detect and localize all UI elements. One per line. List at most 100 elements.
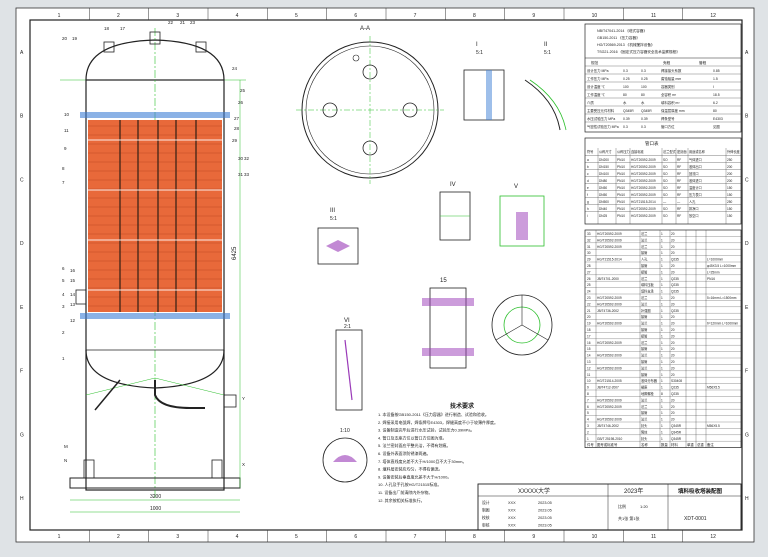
parts-cell: 1	[661, 386, 663, 390]
nozzle-cell: DN80	[599, 179, 607, 183]
top-nozzle	[103, 41, 115, 53]
tech-requirements: 技术要求 1. 本设备按GB150-2011《压力容器》进行制造、试验和验收。2…	[378, 402, 498, 503]
parts-cell: 法兰	[641, 404, 647, 409]
callout-23: 23	[190, 20, 196, 25]
tech-req-line: 3. 设备制造完毕后进行水压试验，试验压力0.39MPa。	[378, 427, 474, 433]
parts-cell: 1	[661, 379, 663, 383]
zone-number: 3	[176, 534, 179, 540]
zone-number: 9	[532, 534, 535, 540]
design-cell: 0.3	[641, 125, 646, 129]
role-label: 制图	[482, 508, 490, 513]
parts-header-cell: 图号或标准号	[597, 442, 618, 447]
parts-cell: Q235	[671, 309, 679, 313]
design-cell: 0.85	[713, 69, 720, 73]
parts-cell: 法兰	[641, 340, 647, 345]
nozzle-cell: d	[587, 179, 589, 183]
zone-letter: D	[745, 241, 749, 247]
parts-cell: 22	[587, 302, 591, 306]
parts-cell: 接管	[641, 327, 647, 332]
inlet-pipe	[94, 379, 121, 411]
nozzle-cell: 温度计口	[689, 185, 702, 190]
distributor-arm	[495, 324, 523, 341]
parts-cell: 27	[587, 270, 591, 274]
skirt-line	[154, 377, 225, 396]
zone-number: 7	[414, 13, 417, 19]
parts-cell: HG/T20592-2009	[597, 238, 622, 242]
parts-cell: 1	[661, 309, 663, 313]
parts-cell: φ45X3.5 L=1000mm	[707, 264, 736, 268]
parts-cell: 法兰	[641, 295, 647, 300]
parts-cell: 1	[661, 424, 663, 428]
parts-cell: 1	[661, 302, 663, 306]
parts-cell: 补强圈	[641, 308, 651, 313]
parts-cell: 接管	[641, 269, 647, 274]
zone-number: 2	[117, 13, 120, 19]
parts-cell: 8	[587, 392, 589, 396]
nozzle-cell: RF	[677, 207, 681, 211]
nozzle-header-cell: 公称尺寸	[599, 149, 613, 154]
skirt-line	[85, 377, 156, 396]
detail-2-curve	[524, 79, 561, 131]
side-nozzle	[223, 394, 237, 408]
nozzle-cell: SO	[663, 179, 668, 183]
design-cell: Q345R	[623, 109, 634, 113]
plan-view: A-A	[296, 26, 444, 184]
zone-letter: B	[20, 114, 24, 120]
height-label: 6425	[232, 246, 238, 260]
parts-cell: 20	[671, 373, 675, 377]
nozzle-cell: 放空口	[689, 213, 699, 218]
callout-19: 19	[72, 36, 78, 41]
detail-6-label: VI	[344, 318, 350, 324]
zone-number: 1	[58, 534, 61, 540]
nozzle-cell: 人孔	[689, 199, 696, 204]
detail-6-weld	[344, 339, 353, 401]
parts-cell: 法兰	[641, 397, 647, 402]
design-cell: 0.3	[623, 125, 628, 129]
nozzle-cell: PN10	[617, 186, 625, 190]
detail-views: I 5:1 II 5:1 III 5:1 IV V VI 2:1 15	[317, 42, 567, 483]
nozzle-header-cell: 用途或名称	[689, 149, 706, 154]
parts-cell: JB/T4701-2000	[597, 277, 619, 281]
parts-cell: 1	[661, 418, 663, 422]
design-cell: 100	[641, 85, 647, 89]
parts-cell: 1	[661, 258, 663, 262]
parts-cell: 18	[587, 328, 591, 332]
design-cell: 介质	[587, 100, 594, 105]
parts-cell: 1	[661, 328, 663, 332]
nozzle-cell: DN100	[599, 172, 609, 176]
parts-cell: 19	[587, 322, 591, 326]
callout-12: 12	[70, 318, 76, 323]
zone-letter: E	[745, 305, 749, 311]
nozzle-cell: RF	[677, 179, 681, 183]
parts-cell: 法兰	[641, 244, 647, 249]
parts-cell: 1	[661, 270, 663, 274]
parts-cell: 1	[661, 360, 663, 364]
parts-cell: 20	[671, 405, 675, 409]
nozzle-cell: c	[587, 172, 589, 176]
design-cell: E4303	[713, 117, 723, 121]
design-header-cell: 管程	[699, 60, 707, 65]
design-cell: 1.5	[713, 77, 718, 81]
nozzle-cell: PN10	[617, 200, 625, 204]
parts-cell: JB/T4736-2002	[597, 309, 619, 313]
detail-8-circle	[322, 437, 368, 483]
parts-cell: HG/T20592-2009	[597, 354, 622, 358]
parts-cell: 33	[587, 232, 591, 236]
parts-cell: 20	[671, 398, 675, 402]
role-name: XXX	[508, 524, 516, 528]
design-cell: 气密性试验压力 MPa	[587, 124, 619, 129]
parts-cell: 1	[661, 437, 663, 441]
parts-cell: PN16	[707, 277, 715, 281]
design-cell: 主要受压元件材料	[587, 108, 615, 113]
standard-line: GB150-2011 《压力容器》	[597, 35, 640, 40]
nozzle-cell: RF	[677, 158, 681, 162]
parts-cell: 接管	[641, 333, 647, 338]
detail-3-body	[317, 227, 359, 265]
design-cell: 0.25	[641, 77, 648, 81]
design-cell: 水	[641, 100, 645, 105]
zone-letter: G	[20, 432, 24, 438]
zone-letter: A	[745, 50, 749, 56]
parts-cell: 1	[661, 232, 663, 236]
parts-cell: 2	[587, 430, 589, 434]
